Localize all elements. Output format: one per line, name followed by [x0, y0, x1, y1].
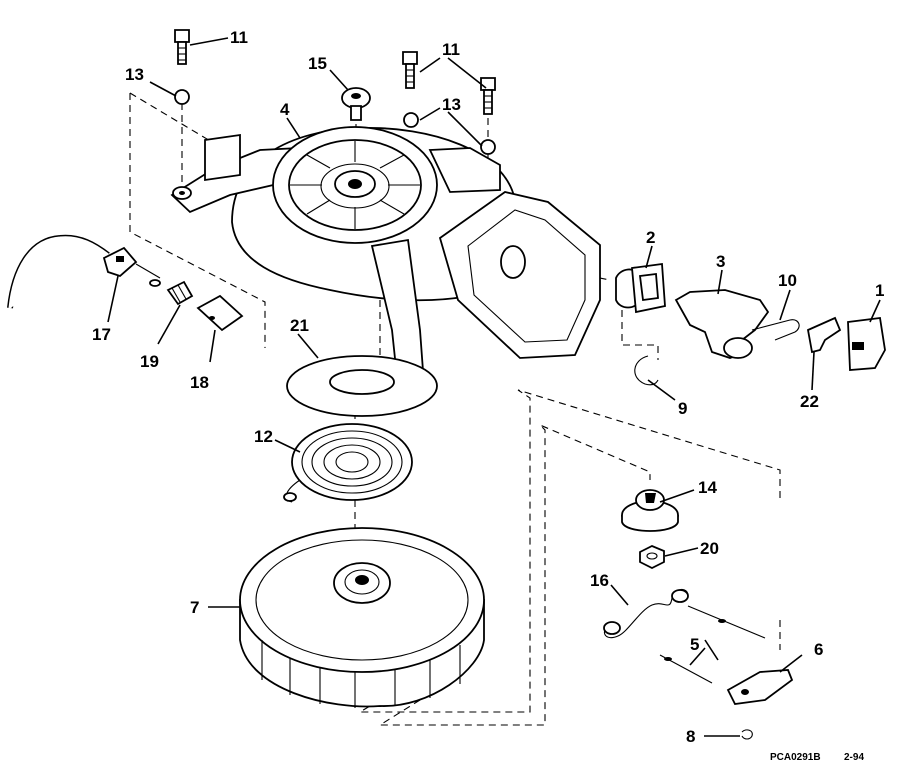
screw-mid [402, 51, 418, 89]
cam-and-nut [621, 489, 679, 570]
callout-9: 9 [678, 399, 687, 418]
screw-left [174, 29, 190, 65]
callout-7: 7 [190, 598, 199, 617]
callout-20: 20 [700, 539, 719, 558]
callout-10: 10 [778, 271, 797, 290]
callout-13-left: 13 [125, 65, 144, 84]
callout-1: 1 [875, 281, 884, 300]
callout-8: 8 [686, 727, 695, 746]
callout-4: 4 [280, 100, 290, 119]
screw-right [480, 77, 496, 115]
callout-labels: 1 2 3 4 5 6 7 8 9 10 11 11 12 13 13 14 1… [92, 28, 884, 746]
callout-11-left: 11 [230, 28, 248, 47]
rewind-spring [283, 423, 413, 503]
lockout-linkage [603, 588, 794, 740]
starter-housing [170, 126, 601, 408]
interlock-cable-parts [7, 234, 244, 332]
rope-pulley [239, 527, 485, 708]
callout-3: 3 [716, 252, 725, 271]
callout-15: 15 [308, 54, 327, 73]
figure-date: 2-94 [844, 752, 864, 763]
callout-6: 6 [814, 640, 823, 659]
callout-11-right: 11 [442, 40, 460, 59]
callout-17: 17 [92, 325, 111, 344]
callout-22: 22 [800, 392, 819, 411]
figure-code: PCA0291B [770, 752, 821, 763]
callout-14: 14 [698, 478, 717, 497]
callout-12: 12 [254, 427, 273, 446]
callout-19: 19 [140, 352, 159, 371]
callout-2: 2 [646, 228, 655, 247]
spring-plate [286, 355, 438, 417]
callout-16: 16 [590, 571, 609, 590]
callout-13-right: 13 [442, 95, 461, 114]
center-screw [341, 87, 371, 121]
callout-18: 18 [190, 373, 209, 392]
callout-5: 5 [690, 635, 699, 654]
leader-lines [107, 37, 881, 737]
mounting-screws [174, 29, 496, 155]
callout-21: 21 [290, 316, 309, 335]
handle-assembly [615, 262, 886, 386]
